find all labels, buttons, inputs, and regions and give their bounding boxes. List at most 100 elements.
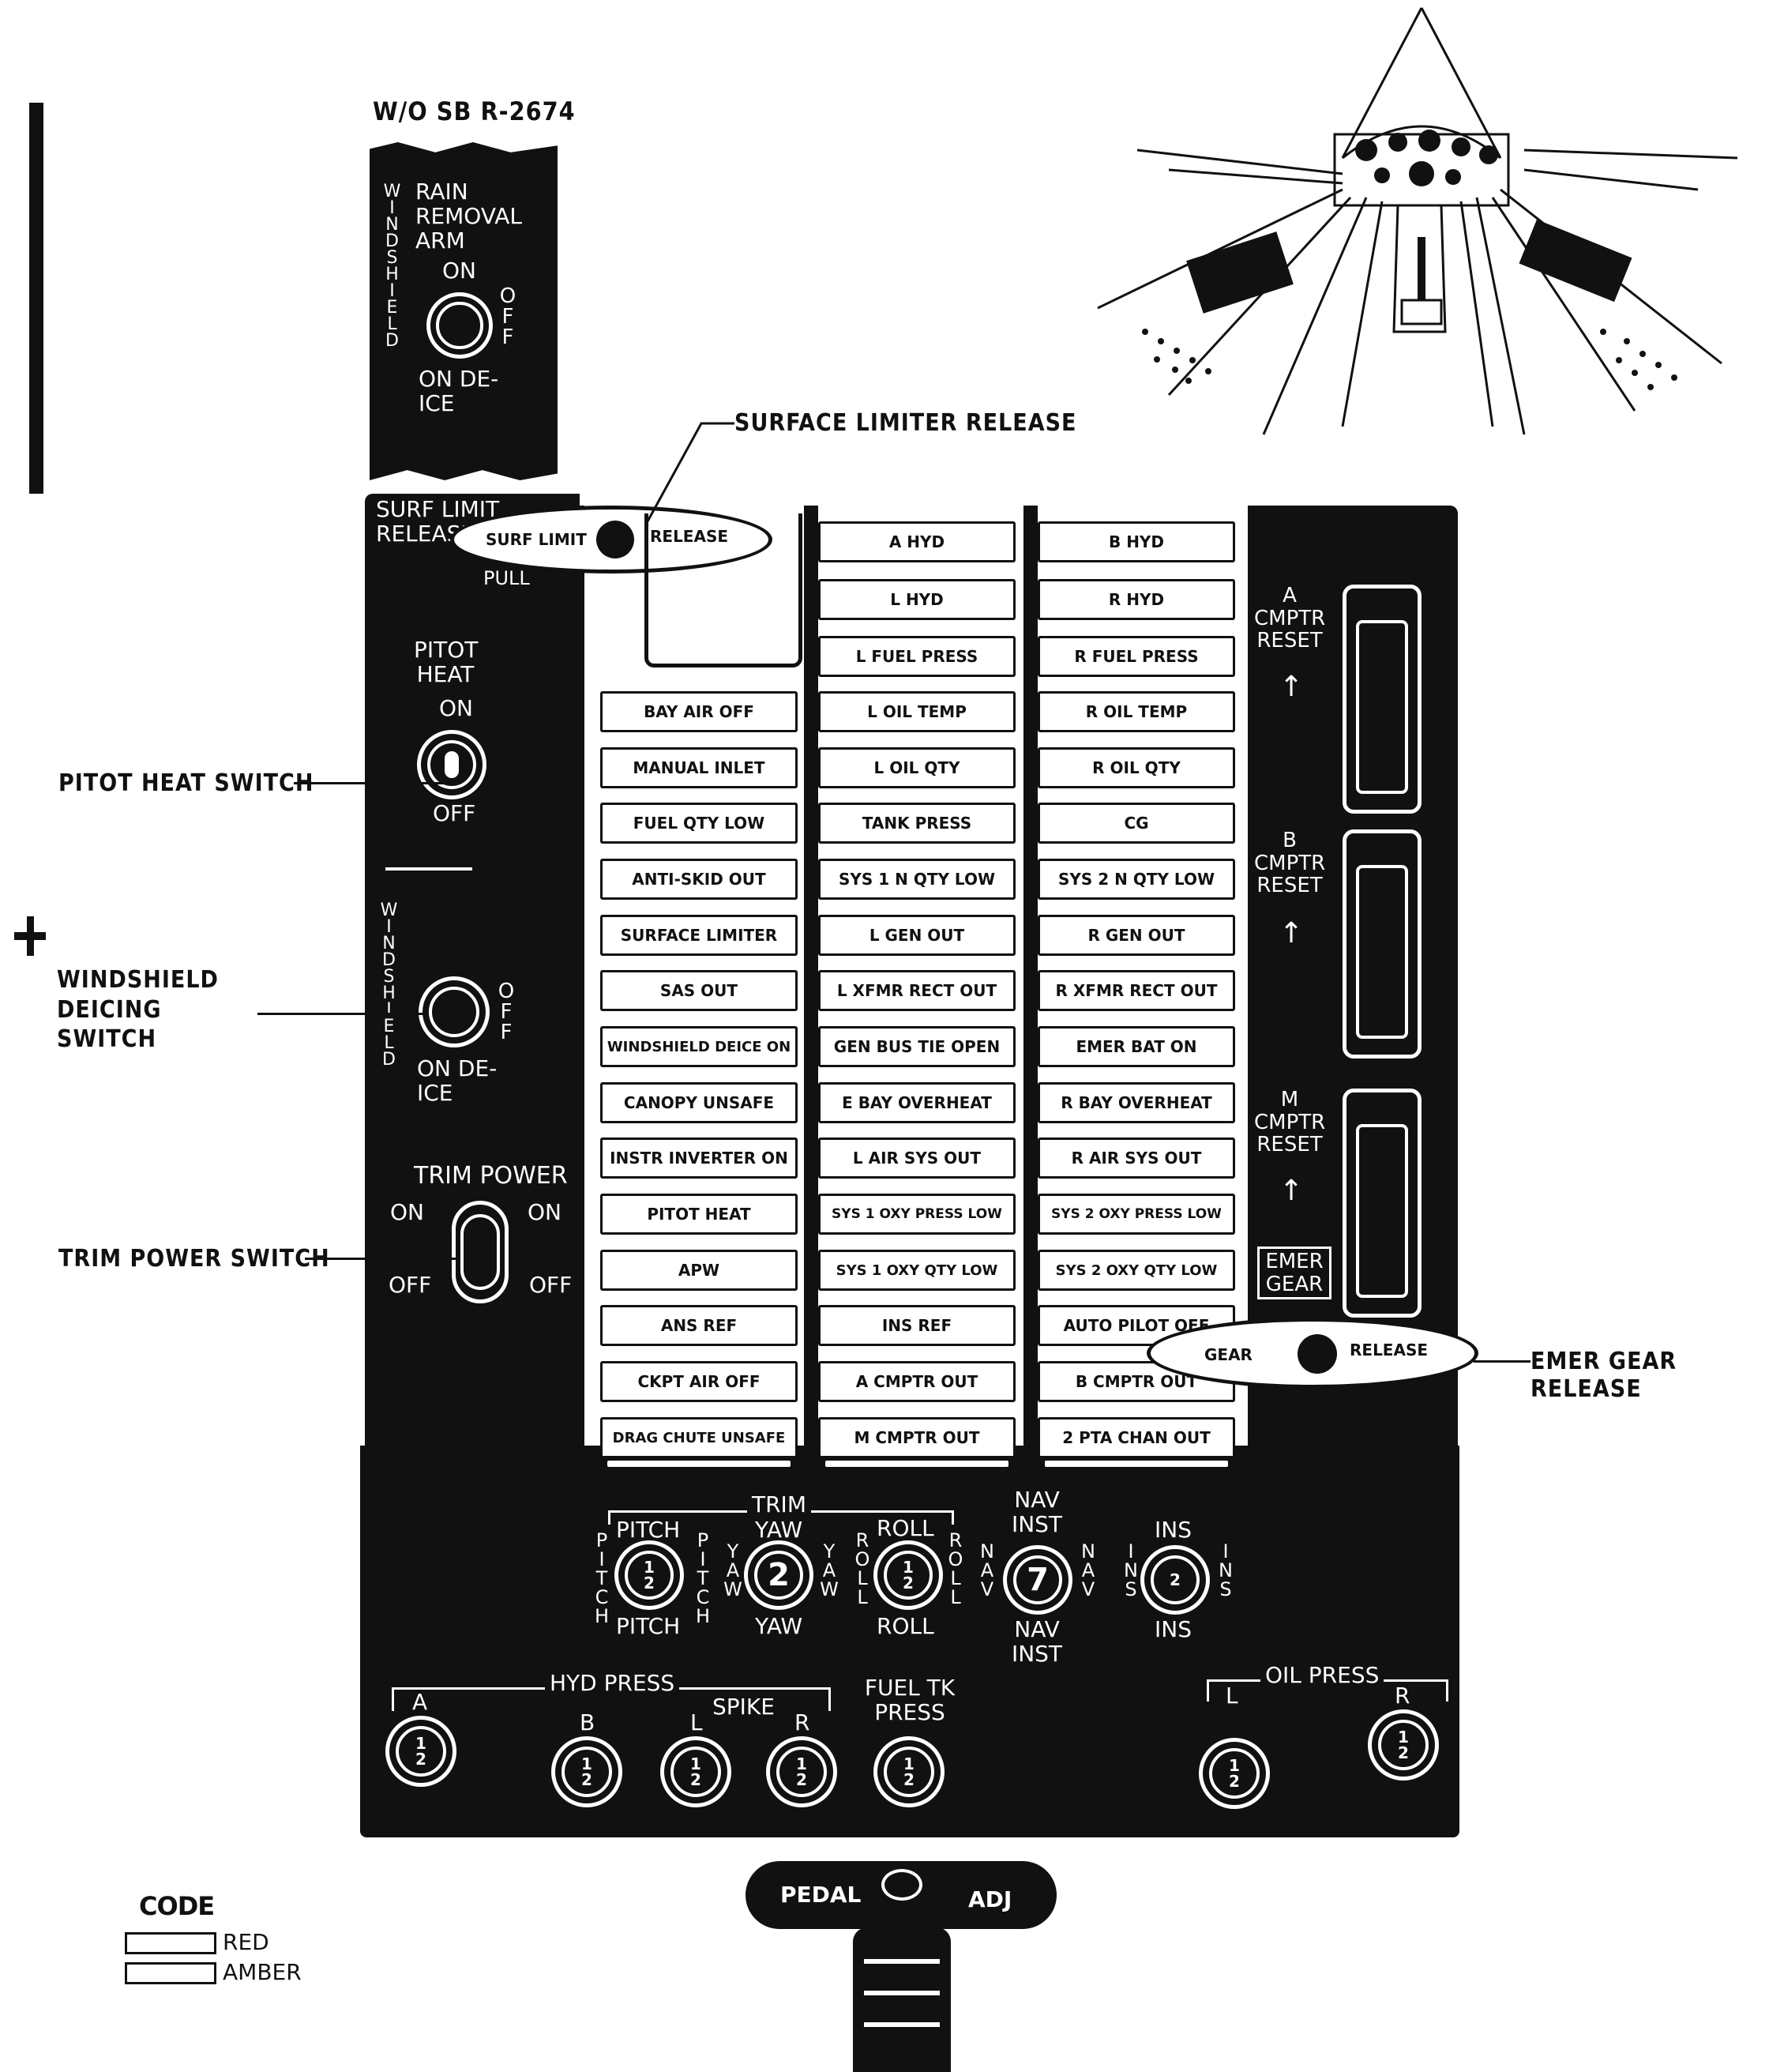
digit-one: 1	[690, 1754, 701, 1773]
b-cmptr-reset-button[interactable]	[1343, 829, 1422, 1059]
windshield-bracket	[385, 867, 472, 871]
annunciator-light: L OIL TEMP	[818, 691, 1016, 741]
roll-top-label: ROLL	[877, 1515, 934, 1541]
header-note: W/O SB R-2674	[373, 96, 576, 126]
annunciator-light: TANK PRESS	[818, 803, 1016, 852]
main-panel-left-section	[365, 494, 580, 1465]
surface-limiter-leader	[646, 422, 734, 522]
digit-two: 2	[1170, 1570, 1181, 1589]
code-red-label: RED	[223, 1929, 269, 1955]
yaw-top-label: YAW	[755, 1517, 803, 1543]
handle-knob	[596, 521, 634, 558]
spike-r-label: R	[794, 1709, 810, 1735]
annunciator-light: GEN BUS TIE OPEN	[818, 1026, 1016, 1076]
annunciator-light: R AIR SYS OUT	[1038, 1138, 1235, 1187]
annunciator-light: R XFMR RECT OUT	[1038, 970, 1235, 1020]
annunciator-light: R OIL TEMP	[1038, 691, 1235, 741]
annunciator-light: ANTI-SKID OUT	[600, 859, 798, 908]
emer-gear-release-callout: EMER GEAR RELEASE	[1530, 1348, 1677, 1403]
yaw-trim-indicator: 2	[744, 1540, 813, 1610]
pitot-on-label: ON	[439, 695, 473, 721]
fuel-tk-press-label: FUEL TK PRESS	[864, 1675, 956, 1725]
surf-limit-bracket	[644, 513, 802, 667]
wd-off-label: OFF	[494, 980, 518, 1041]
annunciator-light: A CMPTR OUT	[818, 1361, 1016, 1411]
annunciator-light: L OIL QTY	[818, 747, 1016, 797]
annunciator-light: L FUEL PRESS	[818, 636, 1016, 686]
hyd-a-label: A	[412, 1689, 428, 1715]
windshield-deicing-leader	[257, 1013, 423, 1015]
gear-handle-right-label: RELEASE	[1350, 1341, 1429, 1359]
oil-press-label: OIL PRESS	[1260, 1663, 1384, 1688]
annunciator-light: SURFACE LIMITER	[600, 915, 798, 965]
change-mark	[14, 916, 46, 956]
rain-removal-switch[interactable]	[426, 292, 493, 359]
annunciator-light: SAS OUT	[600, 970, 798, 1020]
wd-on-deice-label: ON DE-ICE	[417, 1055, 498, 1106]
annunciator-light: E BAY OVERHEAT	[818, 1082, 1016, 1132]
yaw-bottom-label: YAW	[755, 1613, 803, 1639]
annunciator-light: SYS 1 OXY QTY LOW	[818, 1250, 1016, 1299]
annunciator-light: SYS 1 N QTY LOW	[818, 859, 1016, 908]
annunciator-light: M CMPTR OUT	[818, 1417, 1016, 1467]
digit-two: 2	[415, 1750, 426, 1769]
annunciator-column-divider-2	[1023, 506, 1038, 1461]
trim-power-switch[interactable]	[452, 1201, 509, 1303]
digit-one: 1	[644, 1557, 655, 1577]
annunciator-light: CANOPY UNSAFE	[600, 1082, 798, 1132]
windshield-inset-panel: WINDSHIELD RAIN REMOVAL ARM ON OFF ON DE…	[370, 142, 558, 480]
digit-two: 2	[1398, 1743, 1409, 1762]
digit-two: 2	[796, 1770, 807, 1789]
windshield-vertical-label: WINDSHIELD	[382, 182, 402, 348]
annunciator-light: SYS 1 OXY PRESS LOW	[818, 1194, 1016, 1243]
annunciator-light: R FUEL PRESS	[1038, 636, 1235, 686]
hyd-press-label: HYD PRESS	[545, 1671, 680, 1696]
windshield-deicing-switch-callout: WINDSHIELD DEICING SWITCH	[57, 966, 219, 1053]
cockpit-overview-illustration	[1097, 7, 1738, 435]
annunciator-light: SYS 2 N QTY LOW	[1038, 859, 1235, 908]
pitot-heat-label: PITOT HEAT	[414, 637, 479, 687]
annunciator-column-divider-1	[804, 506, 818, 1461]
pitot-heat-switch[interactable]	[417, 730, 486, 799]
annunciator-light: L GEN OUT	[818, 915, 1016, 965]
a-reset-arrow: ↑	[1279, 671, 1304, 703]
surf-limit-release-label: SURF LIMIT RELEASE	[376, 496, 500, 547]
nav-right-vertical: NAV	[1077, 1540, 1099, 1597]
annunciator-light: R GEN OUT	[1038, 915, 1235, 965]
pedal-adj-handle[interactable]: PEDAL ADJ	[746, 1861, 1057, 1929]
adj-label: ADJ	[968, 1886, 1012, 1912]
windshield-deicing-switch[interactable]	[419, 976, 490, 1047]
annunciator-light: EMER BAT ON	[1038, 1026, 1235, 1076]
annunciator-light: L AIR SYS OUT	[818, 1138, 1016, 1187]
m-cmptr-reset-button[interactable]	[1343, 1089, 1422, 1318]
nav-inst-bottom-label: NAV INST	[1011, 1616, 1063, 1667]
trim-power-switch-callout: TRIM POWER SWITCH	[58, 1245, 330, 1273]
annunciator-light: R HYD	[1038, 579, 1235, 629]
annunciator-light: CG	[1038, 803, 1235, 852]
annunciator-light: CKPT AIR OFF	[600, 1361, 798, 1411]
surface-limit-release-handle[interactable]: SURF LIMIT RELEASE	[450, 506, 772, 573]
annunciator-light: L HYD	[818, 579, 1016, 629]
pitot-heat-leader	[294, 782, 444, 784]
digit-two: 2	[768, 1556, 790, 1593]
digit-two: 2	[581, 1770, 592, 1789]
emer-gear-leader	[1474, 1360, 1530, 1363]
b-cmptr-reset-label: B CMPTR RESET	[1254, 829, 1326, 898]
annunciator-light: BAY AIR OFF	[600, 691, 798, 741]
pedal-label: PEDAL	[780, 1882, 862, 1908]
pitch-right-vertical: PITCH	[692, 1529, 714, 1624]
emer-gear-label: EMER GEAR	[1257, 1247, 1331, 1300]
pitot-heat-switch-callout: PITOT HEAT SWITCH	[58, 769, 314, 797]
digit-two: 2	[690, 1770, 701, 1789]
tp-on-right-label: ON	[528, 1199, 561, 1225]
tp-off-left-label: OFF	[389, 1272, 432, 1298]
a-cmptr-reset-button[interactable]	[1343, 585, 1422, 814]
pull-label: PULL	[483, 567, 530, 589]
nav-left-vertical: NAV	[976, 1540, 998, 1597]
emer-gear-release-handle[interactable]: GEAR RELEASE	[1147, 1318, 1478, 1389]
